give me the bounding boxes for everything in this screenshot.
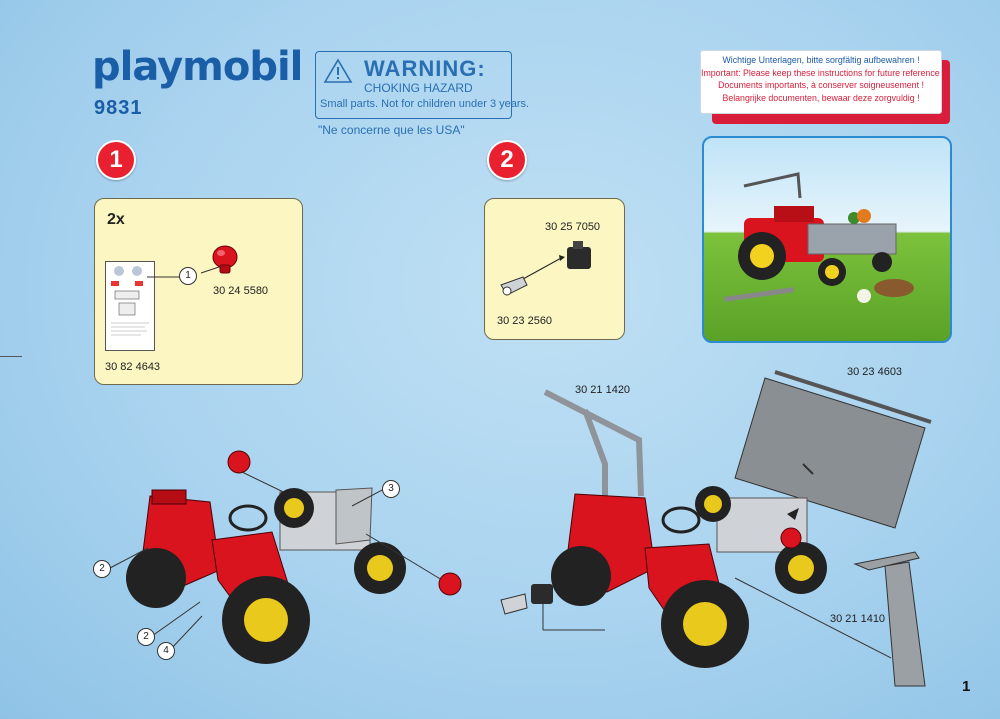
model-number: 9831: [94, 97, 143, 119]
keep-instructions-notice: Wichtige Unterlagen, bitte sorgfältig au…: [700, 50, 945, 114]
warning-text: Small parts. Not for children under 3 ye…: [320, 98, 530, 110]
step-2-panel: 30 25 7050 30 23 2560: [484, 198, 625, 340]
part-number: 30 23 2560: [497, 315, 553, 327]
step-2-badge: 2: [487, 140, 527, 180]
registered-mark: ®: [280, 56, 287, 66]
callout-4: 4: [157, 642, 175, 660]
warning-box: WARNING: CHOKING HAZARD Small parts. Not…: [315, 51, 529, 119]
callout-2: 2: [93, 560, 111, 578]
tractor-assembly-right-illustration: [500, 370, 932, 687]
part-number: 30 21 1410: [830, 613, 886, 625]
part-number: 30 24 5580: [213, 285, 269, 297]
part-number: 30 25 7050: [545, 221, 601, 233]
red-cap-part-icon: [212, 245, 238, 274]
callout-3: 3: [382, 480, 400, 498]
step-1-badge: 1: [96, 140, 136, 180]
part-number: 30 82 4643: [105, 361, 161, 373]
product-photo: [702, 136, 952, 343]
notice-line-nl: Belangrijke documenten, bewaar deze zorg…: [722, 92, 920, 103]
warning-triangle-icon: [323, 58, 353, 83]
step-1-quantity: 2x: [107, 211, 125, 228]
notice-line-de: Wichtige Unterlagen, bitte sorgfältig au…: [722, 55, 920, 65]
margin-mark: [0, 356, 22, 357]
step-1-panel: 2x 1 30 24 5580 30 82 4643: [94, 198, 303, 385]
hitch-part-icon: [500, 241, 591, 296]
notice-line-en: Important: Please keep these instruction…: [701, 67, 945, 78]
callout-1: 1: [179, 267, 197, 285]
warning-title: WARNING:: [364, 56, 486, 81]
brand-logo: playmobil: [92, 44, 303, 90]
tractor-photo-image: [724, 172, 914, 303]
callout-2: 2: [137, 628, 155, 646]
warning-subtitle: CHOKING HAZARD: [364, 81, 473, 95]
tractor-assembly-left-illustration: [109, 450, 462, 664]
page-number: 1: [962, 678, 971, 695]
notice-line-fr: Documents importants, à conserver soigne…: [718, 80, 924, 90]
part-number: 30 23 4603: [847, 366, 903, 378]
part-number: 30 21 1420: [575, 384, 631, 396]
sticker-sheet-icon: [105, 261, 155, 351]
usa-note: "Ne concerne que les USA": [318, 123, 465, 137]
